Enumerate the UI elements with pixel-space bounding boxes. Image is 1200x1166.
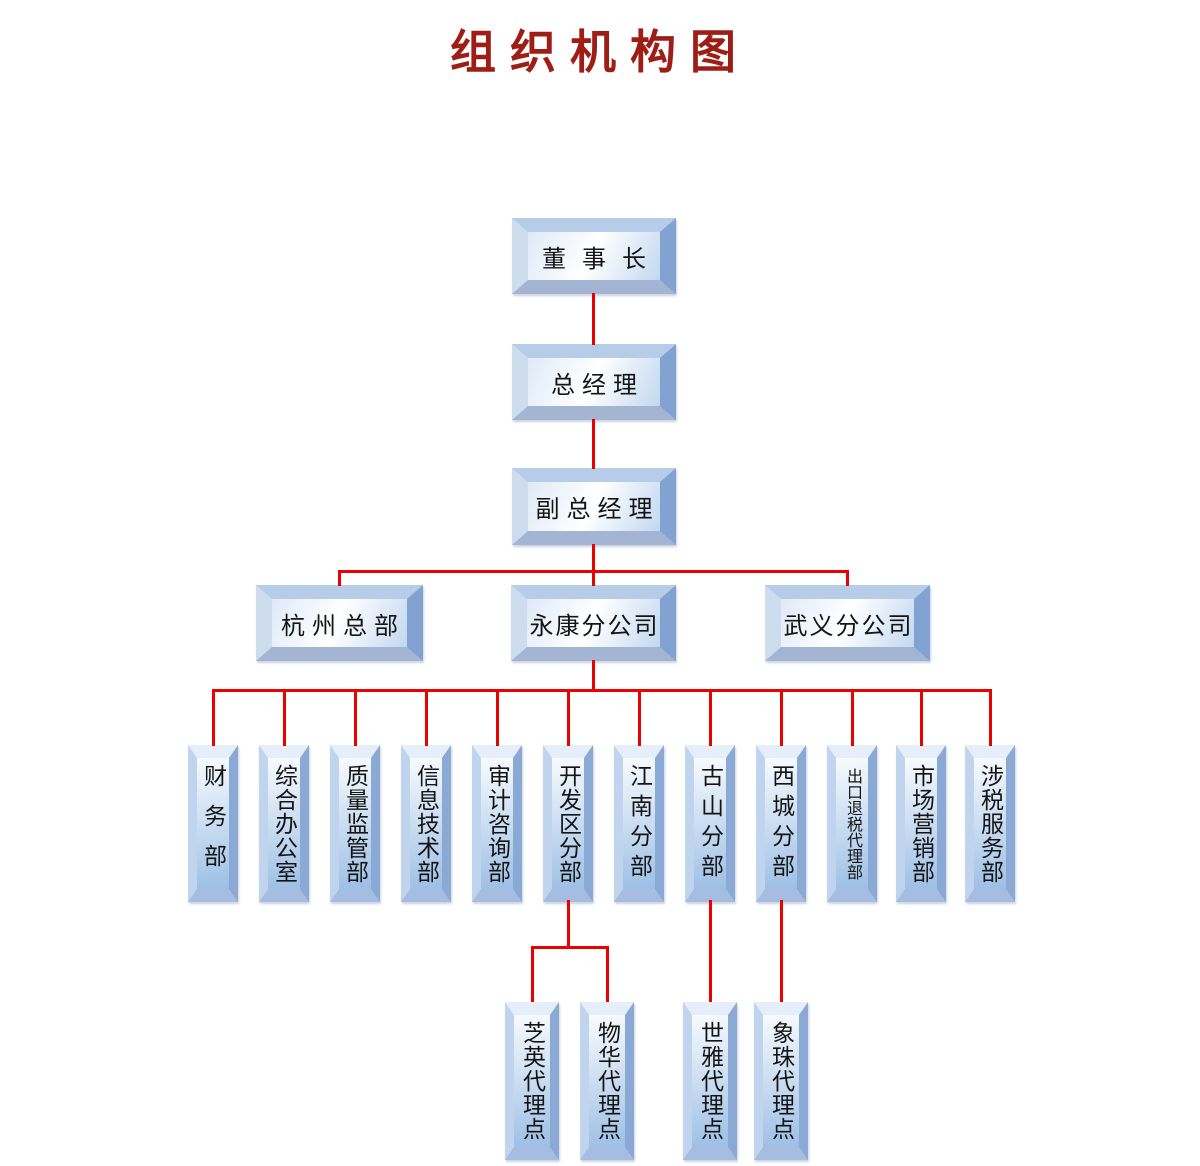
node-branch-wuyi: 武义分公司 <box>765 585 930 661</box>
node-dept-gushan-branch-label: 古山分部 <box>697 763 723 884</box>
node-agency-shiya: 世雅代理点 <box>683 1002 737 1160</box>
node-dept-devzone-branch: 开发区分部 <box>543 745 593 902</box>
connector-drop-dept-7 <box>638 689 641 746</box>
node-agency-zhiying: 芝英代理点 <box>505 1002 559 1160</box>
connector-chairman-gm <box>592 293 595 345</box>
node-dept-jiangnan-branch: 江南分部 <box>614 745 664 902</box>
connector-branch-bus <box>338 570 849 573</box>
node-chairman-label: 董事长 <box>542 246 662 273</box>
node-dept-tax-services: 涉税服务部 <box>965 745 1015 902</box>
connector-drop-dept-2 <box>283 689 286 746</box>
connector-drop-dept-5 <box>496 689 499 746</box>
node-agency-wuhua: 物华代理点 <box>580 1002 634 1160</box>
node-dept-audit-consulting: 审计咨询部 <box>472 745 522 902</box>
connector-drop-dept-6 <box>567 689 570 746</box>
connector-dept-bus <box>212 689 992 692</box>
connector-gushan-shiya <box>709 900 712 1002</box>
node-dept-it-label: 信息技术部 <box>413 763 439 884</box>
node-dept-export-tax-refund: 出口退税代理部 <box>827 745 877 902</box>
node-dept-gushan-branch: 古山分部 <box>685 745 735 902</box>
connector-drop-wuyi <box>846 570 849 586</box>
connector-drop-dept-1 <box>212 689 215 746</box>
node-dept-finance-label: 财务部 <box>200 763 226 884</box>
node-dept-devzone-branch-label: 开发区分部 <box>555 763 581 884</box>
node-agency-xiangzhu: 象珠代理点 <box>754 1002 808 1160</box>
node-general-manager-label: 总经理 <box>551 372 644 399</box>
node-dept-general-office-label: 综合办公室 <box>271 763 297 884</box>
connector-drop-zhiying <box>531 946 534 1002</box>
connector-drop-dept-10 <box>851 689 854 746</box>
node-agency-shiya-label: 世雅代理点 <box>697 1021 723 1141</box>
connector-drop-dept-9 <box>780 689 783 746</box>
node-deputy-general-manager-label: 副总经理 <box>535 497 660 523</box>
node-dept-marketing-label: 市场营销部 <box>908 763 934 884</box>
node-dept-quality-supervision-label: 质量监管部 <box>342 763 368 884</box>
page-title: 组织机构图 <box>450 25 750 79</box>
node-branch-hangzhou-hq-label: 杭州总部 <box>281 613 405 640</box>
connector-agency-bus <box>531 946 609 949</box>
node-dept-xicheng-branch: 西城分部 <box>756 745 806 902</box>
connector-drop-dept-12 <box>989 689 992 746</box>
connector-drop-dept-3 <box>354 689 357 746</box>
connector-xicheng-xiangzhu <box>780 900 783 1002</box>
connector-dgm-branch-bus <box>592 544 595 586</box>
node-deputy-general-manager: 副总经理 <box>512 468 676 545</box>
node-dept-xicheng-branch-label: 西城分部 <box>768 763 794 884</box>
node-branch-yongkang-label: 永康分公司 <box>529 613 660 640</box>
connector-gm-dgm <box>592 419 595 469</box>
connector-devzone-agency-bus <box>567 900 570 949</box>
node-dept-it: 信息技术部 <box>401 745 451 902</box>
node-dept-tax-services-label: 涉税服务部 <box>977 763 1003 884</box>
node-dept-marketing: 市场营销部 <box>896 745 946 902</box>
node-dept-finance: 财务部 <box>188 745 238 902</box>
connector-drop-dept-4 <box>425 689 428 746</box>
node-dept-audit-consulting-label: 审计咨询部 <box>484 763 510 884</box>
node-agency-zhiying-label: 芝英代理点 <box>519 1021 545 1141</box>
connector-drop-hangzhou <box>338 570 341 586</box>
connector-yongkang-dept-bus <box>592 660 595 691</box>
node-branch-wuyi-label: 武义分公司 <box>783 613 914 640</box>
node-general-manager: 总经理 <box>512 344 676 420</box>
node-dept-export-tax-refund-label: 出口退税代理部 <box>844 767 861 880</box>
node-branch-hangzhou-hq: 杭州总部 <box>256 585 423 661</box>
connector-drop-wuhua <box>606 946 609 1002</box>
node-dept-jiangnan-branch-label: 江南分部 <box>626 763 652 884</box>
node-branch-yongkang: 永康分公司 <box>511 585 676 661</box>
node-dept-quality-supervision: 质量监管部 <box>330 745 380 902</box>
node-dept-general-office: 综合办公室 <box>259 745 309 902</box>
node-agency-wuhua-label: 物华代理点 <box>594 1021 620 1141</box>
connector-drop-dept-8 <box>709 689 712 746</box>
node-agency-xiangzhu-label: 象珠代理点 <box>768 1021 794 1141</box>
connector-drop-dept-11 <box>920 689 923 746</box>
node-chairman: 董事长 <box>512 218 676 294</box>
